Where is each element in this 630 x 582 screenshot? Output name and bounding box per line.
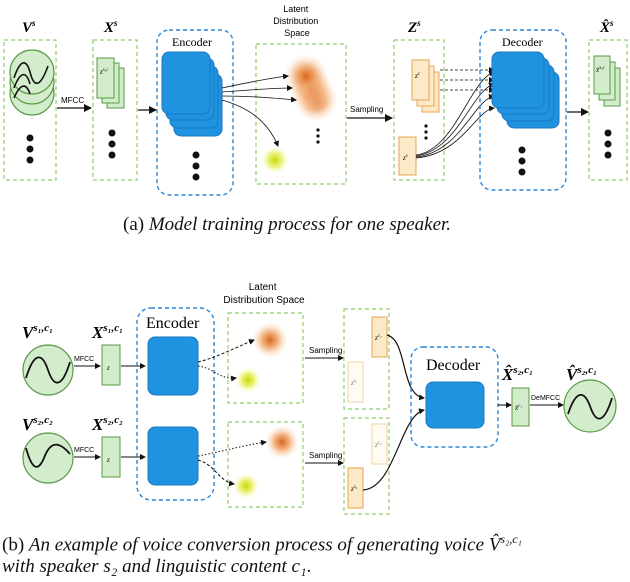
bottom-voice-output bbox=[563, 379, 617, 433]
bottom-mfcc1-label: MFCC bbox=[74, 356, 94, 363]
top-latent-label: Latent Distribution Space bbox=[273, 4, 321, 38]
caption-a: (a) Model training process for one speak… bbox=[123, 214, 452, 235]
top-z-label: Zs bbox=[407, 18, 421, 36]
top-z-speaker-item: zs bbox=[402, 154, 408, 162]
bottom-latent-label: Latent Distribution Space bbox=[223, 282, 305, 306]
bottom-zs2-frame bbox=[347, 467, 364, 509]
bottom-x1-frame bbox=[101, 344, 121, 386]
bottom-xhat-item: x̂c₁ bbox=[514, 404, 522, 412]
caption-b-line1: (b) An example of voice conversion proce… bbox=[2, 532, 522, 556]
top-latent-orange-blobs bbox=[284, 54, 338, 122]
top-mfcc-label: MFCC bbox=[61, 96, 84, 105]
bottom-decoder-box bbox=[410, 346, 499, 448]
bottom-decoder-block bbox=[425, 381, 485, 429]
caption-b-line2: with speaker s₂ and linguistic content c… bbox=[2, 556, 312, 577]
bottom-encoder-block1 bbox=[147, 336, 199, 396]
bottom-zs1-frame bbox=[347, 361, 364, 403]
top-xhat-dots bbox=[604, 129, 612, 159]
top-latent-box bbox=[255, 43, 347, 185]
bottom-latent-box2 bbox=[227, 421, 304, 508]
top-encoder-stack bbox=[161, 51, 223, 137]
top-encoder-box bbox=[156, 29, 234, 196]
bottom-sampling1-label: Sampling bbox=[309, 346, 342, 355]
bottom-x2-label: Xs₂,c₂ bbox=[91, 414, 123, 434]
bottom-latent-orange1 bbox=[252, 322, 288, 358]
top-xhat-item: x̂x,c bbox=[595, 66, 606, 74]
top-voice-group bbox=[3, 39, 57, 181]
bottom-x2-frame bbox=[101, 436, 121, 478]
top-decoder-label: Decoder bbox=[502, 35, 543, 49]
top-v-label: Vs bbox=[22, 18, 36, 36]
bottom-x1-item: z bbox=[106, 364, 110, 372]
top-sampling-label: Sampling bbox=[350, 105, 383, 114]
top-encoder-label: Encoder bbox=[172, 35, 212, 49]
bottom-sampling2-label: Sampling bbox=[309, 451, 342, 460]
panel-b: Vs₁,c₁ MFCC Xs₁,c₁ z Vs₂,c₂ MFCC Xs₂,c₂ … bbox=[22, 282, 617, 515]
bottom-encoder-block2 bbox=[147, 426, 199, 486]
bottom-latent-box1 bbox=[227, 312, 304, 404]
bottom-zc1-frame bbox=[371, 316, 388, 358]
bottom-zs1-item: zs₁ bbox=[350, 379, 358, 387]
bottom-x1-label: Xs₁,c₁ bbox=[91, 322, 123, 342]
top-voice-dots bbox=[26, 134, 34, 164]
top-xhat-stack: x̂x,c bbox=[593, 55, 621, 107]
bottom-xhat-label: X̂s₂,c₁ bbox=[501, 364, 533, 384]
bottom-latent-yellow2 bbox=[233, 473, 259, 499]
top-x-stack: zx,c bbox=[96, 57, 125, 109]
top-xhat-group bbox=[588, 39, 628, 181]
top-z-group bbox=[393, 39, 445, 181]
bottom-encoder-to-latent-arrows bbox=[197, 339, 267, 487]
bottom-voice2 bbox=[22, 432, 74, 484]
bottom-zs2-to-decoder bbox=[362, 408, 425, 491]
top-decoder-stack bbox=[491, 51, 560, 129]
bottom-x2-item: z bbox=[106, 456, 110, 464]
top-latent-yellow-blob bbox=[261, 146, 289, 174]
bottom-zc1-to-decoder bbox=[386, 334, 425, 401]
top-z-to-decoder-arrows bbox=[415, 67, 495, 159]
top-voice-stack bbox=[9, 49, 55, 116]
bottom-v1-label: Vs₁,c₁ bbox=[22, 322, 53, 342]
bottom-zc2-frame bbox=[371, 423, 388, 465]
bottom-zc1-item: zc₁ bbox=[374, 334, 382, 342]
top-x-label: Xs bbox=[103, 18, 118, 36]
bottom-xhat-frame bbox=[511, 387, 530, 427]
top-x-group bbox=[92, 39, 138, 181]
bottom-decoder-label: Decoder bbox=[426, 357, 481, 374]
top-xhat-label: X̂s bbox=[599, 18, 614, 36]
bottom-v2-label: Vs₂,c₂ bbox=[22, 414, 53, 434]
bottom-encoder-box bbox=[136, 307, 215, 501]
top-x-item: zx,c bbox=[99, 68, 109, 76]
bottom-voice1 bbox=[22, 344, 74, 396]
bottom-demfcc-label: DeMFCC bbox=[531, 395, 560, 402]
bottom-vhat-label: V̂s₂,c₁ bbox=[566, 364, 597, 384]
top-z-content-stack: zc bbox=[411, 59, 440, 113]
bottom-latent-orange2 bbox=[265, 425, 299, 459]
bottom-zs2-item: zs₂ bbox=[350, 485, 358, 493]
top-x-dots bbox=[108, 129, 116, 159]
top-z-content-item: zc bbox=[414, 72, 421, 80]
top-encoder-dots bbox=[192, 151, 200, 181]
top-decoder-box bbox=[479, 29, 567, 191]
bottom-z-group1 bbox=[343, 308, 390, 410]
bottom-mfcc2-label: MFCC bbox=[74, 447, 94, 454]
top-encoder-to-latent-arrows bbox=[221, 73, 297, 147]
bottom-encoder-label: Encoder bbox=[146, 315, 200, 332]
bottom-zc2-item: zc₂ bbox=[374, 441, 382, 449]
panel-a: Vs MFCC Xs zx,c Encode bbox=[3, 4, 628, 196]
bottom-latent-yellow1 bbox=[235, 367, 261, 393]
top-decoder-dots bbox=[518, 146, 526, 176]
top-z-dots bbox=[424, 124, 428, 140]
top-latent-dots bbox=[316, 128, 320, 144]
